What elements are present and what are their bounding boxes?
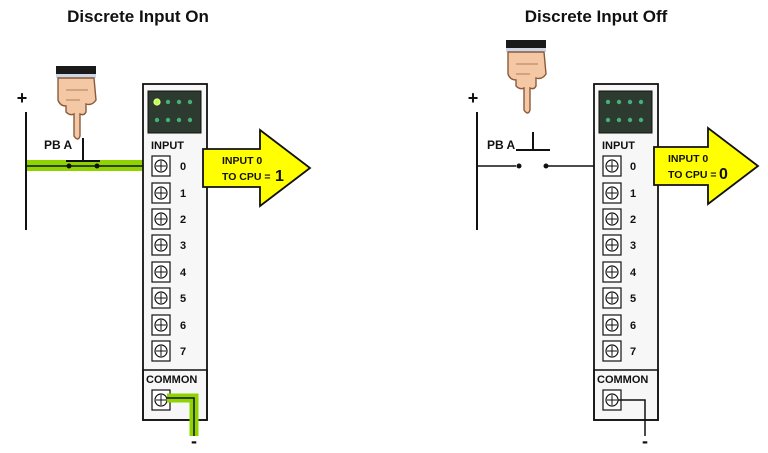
- terminal-label: 4: [630, 267, 637, 279]
- terminal-3: 3: [151, 234, 186, 256]
- panel-title: Discrete Input Off: [525, 7, 668, 26]
- common-label: COMMON: [597, 374, 648, 386]
- pushbutton-closed: [66, 138, 100, 169]
- terminal-label: 0: [180, 161, 186, 173]
- terminal-label: 1: [180, 188, 186, 200]
- input-module: INPUT 0 1 2: [142, 83, 208, 421]
- terminal-label: 6: [180, 320, 186, 332]
- arrow-value: 1: [275, 168, 284, 185]
- terminal-1: 1: [151, 182, 186, 204]
- pushbutton-open: [516, 132, 550, 169]
- status-leds: [153, 98, 193, 123]
- status-leds: [605, 99, 644, 123]
- plus-sign: +: [17, 88, 28, 108]
- terminal-4: 4: [151, 261, 187, 283]
- input-label: INPUT: [602, 140, 635, 152]
- terminal-2: 2: [151, 208, 186, 230]
- terminal-0: 0: [151, 155, 186, 177]
- terminal-7: 7: [602, 340, 636, 362]
- arrow-line-2: TO CPU =: [668, 169, 717, 181]
- minus-sign: -: [642, 431, 648, 451]
- terminal-6: 6: [151, 314, 186, 336]
- common-wire: [167, 397, 195, 436]
- terminal-5: 5: [602, 287, 636, 309]
- arrow-line-1: INPUT 0: [222, 155, 262, 167]
- hand-icon: [56, 66, 97, 140]
- terminal-label: 2: [180, 214, 186, 226]
- status-display: [598, 90, 653, 134]
- cpu-signal-arrow: INPUT 0 TO CPU = 1: [202, 128, 312, 208]
- terminal-label: 7: [180, 346, 186, 358]
- status-display: [147, 90, 202, 134]
- panel-input-off: Discrete Input Off + PB A: [468, 7, 760, 451]
- terminal-label: 5: [180, 293, 186, 305]
- plus-sign: +: [468, 88, 479, 108]
- terminal-label: 7: [630, 346, 636, 358]
- cpu-signal-arrow: INPUT 0 TO CPU = 0: [653, 126, 760, 206]
- terminal-label: 0: [630, 161, 636, 173]
- panel-title: Discrete Input On: [67, 7, 209, 26]
- minus-sign: -: [191, 431, 197, 451]
- arrow-line-2: TO CPU =: [222, 171, 271, 183]
- terminal-6: 6: [602, 314, 636, 336]
- terminal-label: 2: [630, 214, 636, 226]
- pushbutton-label: PB A: [487, 138, 516, 152]
- terminal-0: 0: [602, 155, 636, 177]
- terminal-label: 3: [180, 240, 186, 252]
- terminal-5: 5: [151, 287, 186, 309]
- terminal-label: 1: [630, 188, 636, 200]
- terminal-4: 4: [602, 261, 637, 283]
- terminal-2: 2: [602, 208, 636, 230]
- terminal-1: 1: [602, 182, 636, 204]
- common-wire: [618, 399, 646, 436]
- terminal-3: 3: [602, 234, 636, 256]
- terminal-7: 7: [151, 340, 186, 362]
- input-label: INPUT: [151, 140, 184, 152]
- hand-icon: [506, 40, 547, 114]
- terminal-label: 3: [630, 240, 636, 252]
- arrow-line-1: INPUT 0: [668, 153, 708, 165]
- pushbutton-label: PB A: [44, 138, 73, 152]
- arrow-value: 0: [719, 166, 728, 183]
- terminal-label: 4: [180, 267, 187, 279]
- input-module: INPUT 0 1 2: [593, 83, 659, 421]
- common-label: COMMON: [146, 374, 197, 386]
- panel-input-on: Discrete Input On + PB A: [17, 7, 312, 451]
- terminal-label: 6: [630, 320, 636, 332]
- terminal-label: 5: [630, 293, 636, 305]
